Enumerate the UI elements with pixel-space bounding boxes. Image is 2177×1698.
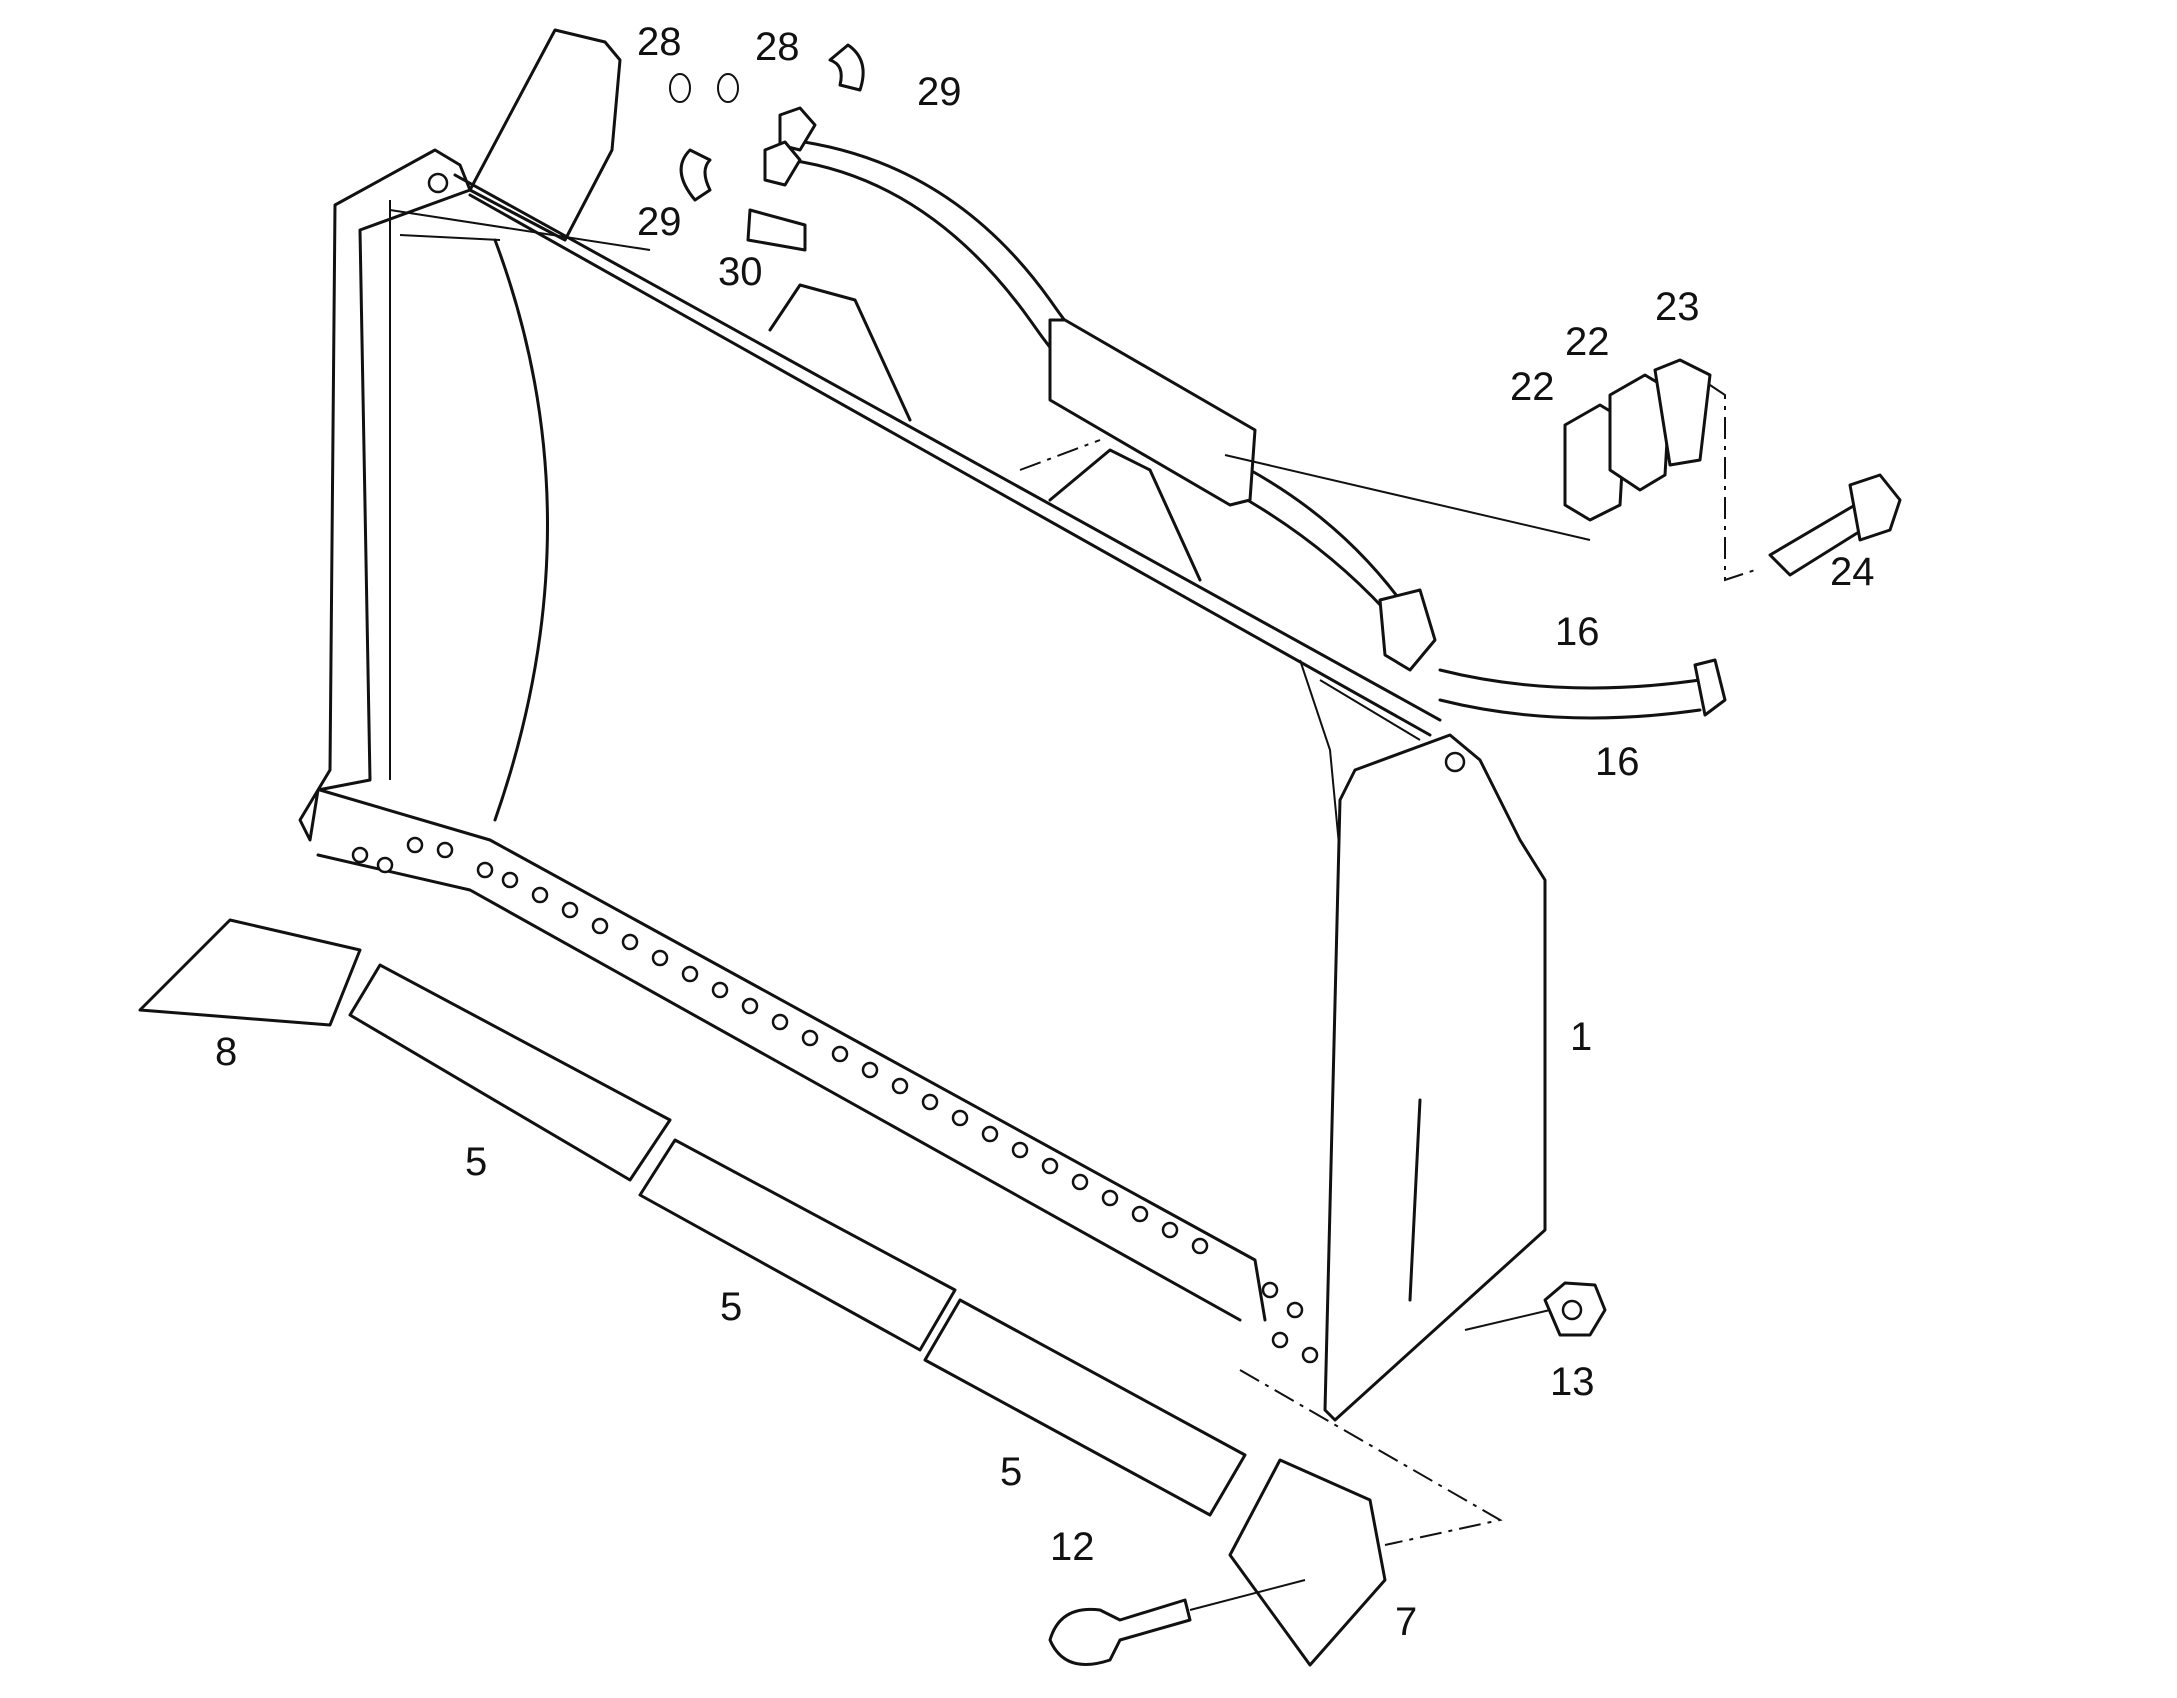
callout-24: 24 (1830, 550, 1875, 594)
callout-28b: 28 (755, 25, 800, 69)
assembly-line-end-bit (1239, 1369, 1503, 1546)
cutting-edge-3 (923, 1298, 1247, 1517)
callout-labels: 1 5 5 5 7 8 12 13 16 16 22 22 23 24 28 2… (215, 20, 1875, 1644)
hex-nut (1543, 1281, 1607, 1337)
hose-fittings (669, 43, 865, 252)
callout-5a: 5 (465, 1140, 487, 1184)
callout-5c: 5 (1000, 1450, 1022, 1494)
callout-12: 12 (1050, 1525, 1095, 1569)
right-end-plate (1323, 733, 1547, 1422)
blade-bolt-holes (351, 836, 1319, 1364)
moldboard-curve (493, 238, 549, 822)
callout-5b: 5 (720, 1285, 742, 1329)
hydraulic-hoses (788, 138, 1727, 720)
callout-22a: 22 (1510, 365, 1555, 409)
left-end-plate (298, 148, 472, 842)
cutting-edge-1 (348, 963, 672, 1182)
callout-7: 7 (1395, 1600, 1417, 1644)
callout-16b: 16 (1595, 740, 1640, 784)
dozer-blade (298, 28, 1547, 1422)
plow-bolt (1048, 1598, 1192, 1666)
cap-screw-24 (1768, 473, 1902, 577)
callout-30: 30 (718, 250, 763, 294)
callout-16a: 16 (1555, 610, 1600, 654)
callout-29b: 29 (637, 200, 682, 244)
cutting-edge-2 (638, 1138, 957, 1352)
callout-8: 8 (215, 1030, 237, 1074)
callout-13: 13 (1550, 1360, 1595, 1404)
callout-23: 23 (1655, 285, 1700, 329)
callout-22b: 22 (1565, 320, 1610, 364)
top-rail (453, 173, 1442, 722)
callout-28a: 28 (637, 20, 682, 64)
callout-29a: 29 (917, 70, 962, 114)
blade-bottom-edge (318, 788, 1267, 1322)
end-bit-left (138, 918, 362, 1027)
end-bit-right (1228, 1458, 1387, 1667)
callout-1: 1 (1570, 1015, 1592, 1059)
clamp-blocks (1563, 358, 1712, 522)
